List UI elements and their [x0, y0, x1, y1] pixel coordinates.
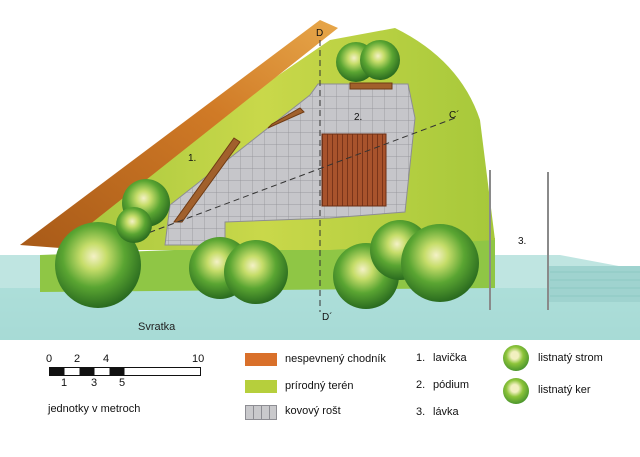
- scale-units: jednotky v metroch: [48, 403, 141, 415]
- bench-upper: [267, 107, 305, 129]
- legend-num-2: 2.: [416, 379, 426, 391]
- scale-tick-5: 5: [119, 377, 126, 389]
- bench-top: [349, 82, 393, 90]
- tree-mid-left-2: [116, 207, 152, 243]
- scale-tick-0: 0: [46, 353, 53, 365]
- legend-footbridge: lávka: [433, 406, 459, 418]
- legend-shrub: listnatý ker: [538, 384, 591, 396]
- scale-bar-graphic: [49, 367, 201, 376]
- bench-left: [173, 137, 241, 223]
- trees: [55, 40, 479, 309]
- area-number-podium: 2.: [354, 112, 363, 123]
- legend-num-3: 3.: [416, 406, 426, 418]
- legend-podium: pódium: [433, 379, 470, 391]
- tree-top-2: [360, 40, 400, 80]
- swatch-natural-terrain: [245, 380, 277, 393]
- tree-large-left: [55, 222, 141, 308]
- area-number-footbridge: 3.: [518, 236, 527, 247]
- section-line-c: [139, 117, 456, 237]
- legend-num-1: 1.: [416, 352, 426, 364]
- site-plan-drawing: [0, 20, 640, 340]
- legend-unpaved-path: nespevnený chodník: [285, 353, 386, 365]
- legend-tree: listnatý strom: [538, 352, 603, 364]
- water-ripples: [550, 271, 640, 297]
- tree-lower-2: [224, 240, 288, 304]
- section-mark-d-top: D: [316, 28, 324, 39]
- area-number-bench: 1.: [188, 153, 197, 164]
- water-strip-right: [548, 266, 640, 302]
- scale-tick-10: 10: [192, 353, 205, 365]
- swatch-metal-grating: [245, 405, 277, 420]
- section-mark-d-bottom: D´: [322, 312, 333, 323]
- shrub-icon: [503, 378, 529, 404]
- river-label: Svratka: [138, 321, 176, 333]
- unpaved-path: [20, 20, 338, 248]
- podium: [321, 133, 387, 207]
- tree-icon: [503, 345, 529, 371]
- scale-tick-4: 4: [103, 353, 110, 365]
- scale-tick-3: 3: [91, 377, 98, 389]
- tree-lower-5: [401, 224, 479, 302]
- swatch-unpaved-path: [245, 353, 277, 366]
- legend-metal-grating: kovový rošt: [285, 405, 341, 417]
- section-mark-c-right: C´: [449, 110, 460, 121]
- legend-natural-terrain: prírodný terén: [285, 380, 354, 392]
- scale-tick-2: 2: [74, 353, 81, 365]
- legend-bench: lavička: [433, 352, 467, 364]
- scale-tick-1: 1: [61, 377, 68, 389]
